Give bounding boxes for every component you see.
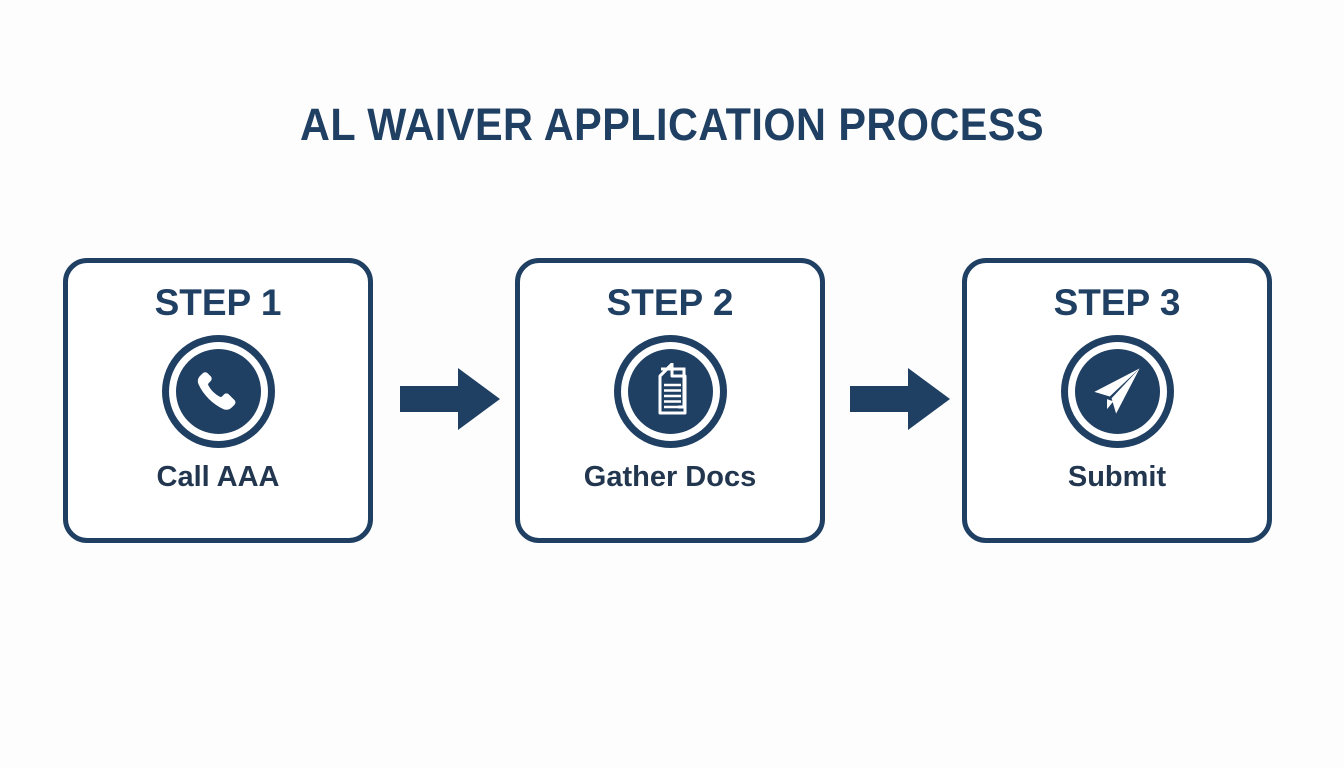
connector-arrow-2 (850, 368, 950, 430)
phone-icon (189, 362, 247, 420)
step-card-1[interactable]: STEP 1 Call AAA (63, 258, 373, 543)
step-label-1: Call AAA (156, 460, 280, 493)
step-card-3[interactable]: STEP 3 Submit (962, 258, 1272, 543)
step-label-3: Submit (1067, 460, 1167, 493)
step-heading-1: STEP 1 (154, 282, 282, 323)
step-heading-2: STEP 2 (606, 282, 734, 323)
arrow-right-icon (400, 368, 500, 430)
step-label-2: Gather Docs (583, 460, 757, 493)
step-icon-badge-2 (613, 334, 727, 448)
process-flow: STEP 1 Call AAA STEP 2 (0, 258, 1344, 548)
paper-plane-icon (1088, 362, 1146, 420)
step-icon-badge-1 (161, 334, 275, 448)
connector-arrow-1 (400, 368, 500, 430)
step-heading-3: STEP 3 (1053, 282, 1181, 323)
arrow-right-icon (850, 368, 950, 430)
step-card-2[interactable]: STEP 2 (515, 258, 825, 543)
page-title: AL WAIVER APPLICATION PROCESS (299, 99, 1045, 150)
step-icon-badge-3 (1060, 334, 1174, 448)
documents-icon (644, 363, 696, 419)
